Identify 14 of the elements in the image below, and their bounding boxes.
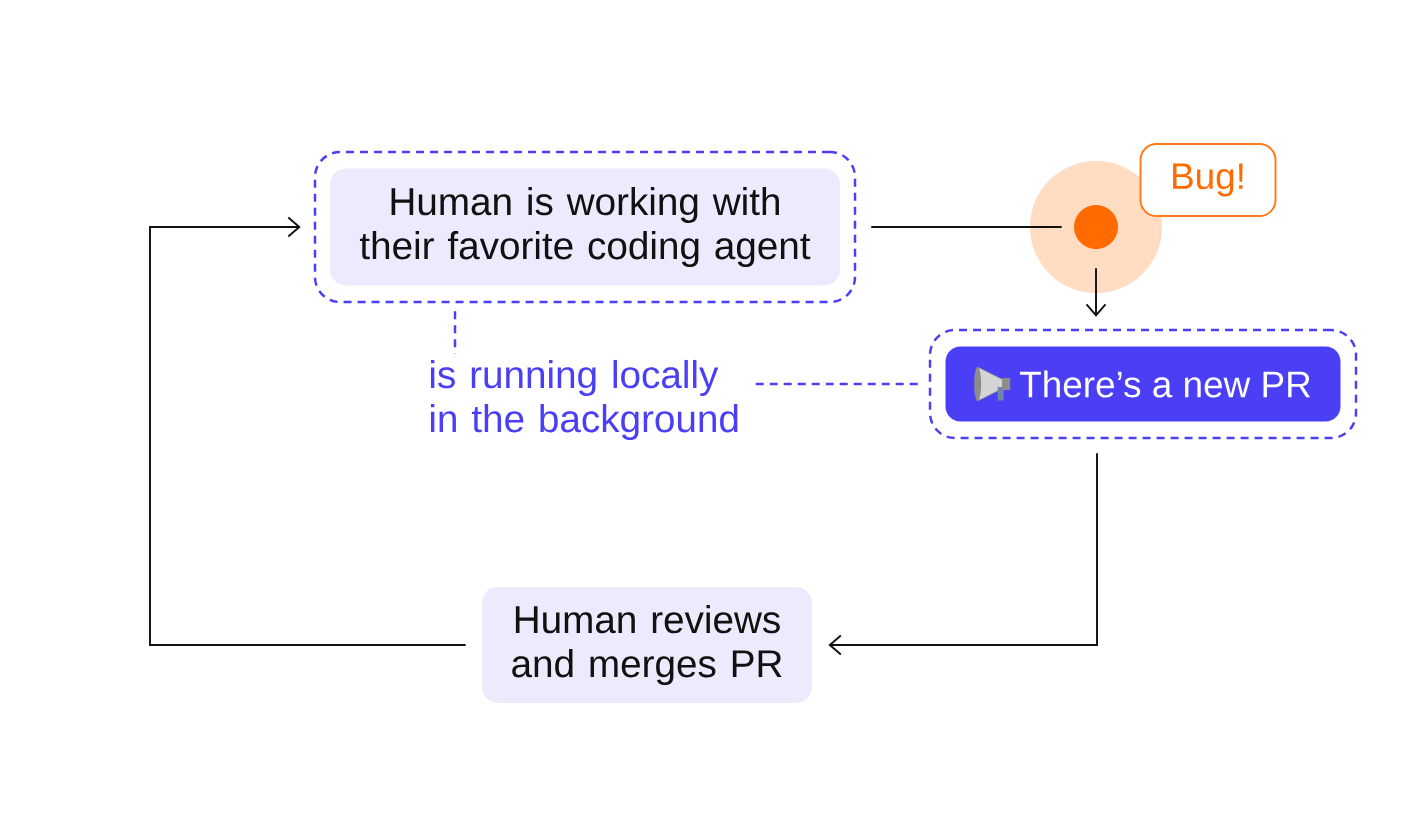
dashed-frame (313, 150, 857, 304)
process-box: Human reviews and merges PR (482, 587, 812, 703)
process-box: Human is working with their favorite coding agent (330, 168, 840, 286)
dashed-frame (928, 328, 1358, 440)
status-dot (1030, 161, 1162, 293)
note-text: is running locally in the background (430, 359, 738, 441)
arrow (149, 216, 467, 646)
callout-box: Bug! (1139, 143, 1277, 217)
connector-line (870, 226, 1063, 228)
arrow (828, 452, 1098, 656)
notification-box: There’s a new PR (945, 346, 1341, 422)
dashed-line (755, 382, 921, 386)
arrow (1085, 267, 1107, 317)
dashed-line (453, 311, 457, 354)
